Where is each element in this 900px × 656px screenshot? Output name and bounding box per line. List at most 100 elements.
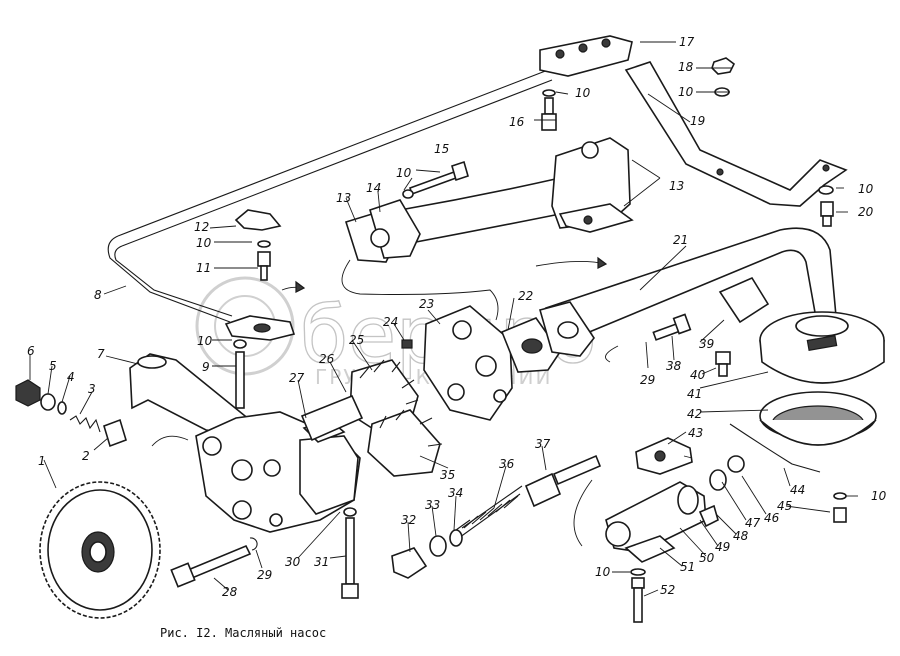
label-10-h: 10 (595, 565, 611, 579)
flow-arrows (281, 256, 608, 293)
label-27: 27 (289, 371, 305, 385)
strainer-41 (759, 311, 885, 384)
label-37: 37 (535, 437, 551, 451)
label-9: 9 (202, 360, 210, 374)
label-43: 43 (688, 426, 703, 440)
label-8: 8 (94, 288, 102, 302)
label-7: 7 (97, 347, 105, 361)
label-10-c: 10 (396, 166, 412, 180)
gear-35 (367, 409, 443, 477)
label-16: 16 (509, 115, 525, 129)
label-15: 15 (434, 142, 449, 156)
drive-gear-1 (39, 481, 161, 619)
label-25: 25 (349, 333, 364, 347)
spring-36 (455, 485, 523, 541)
bolt-45 (833, 492, 847, 523)
label-34: 34 (448, 486, 463, 500)
label-28: 28 (222, 585, 238, 599)
relief-valve (605, 437, 745, 563)
label-10-b: 10 (196, 236, 212, 250)
nut-18 (711, 57, 736, 75)
label-51: 51 (680, 560, 695, 574)
label-36: 36 (499, 457, 515, 471)
label-11: 11 (196, 261, 211, 275)
bolt-31 (341, 507, 359, 599)
bolt-38 (652, 313, 692, 341)
label-50: 50 (699, 551, 715, 565)
label-12: 12 (194, 220, 209, 234)
label-13-a: 13 (336, 191, 351, 205)
washer-10-pipe (402, 189, 414, 199)
label-18: 18 (678, 60, 694, 74)
label-17: 17 (679, 35, 695, 49)
label-42: 42 (687, 407, 702, 421)
label-49: 49 (715, 540, 730, 554)
flange-17 (539, 35, 633, 77)
bolt-16 (541, 89, 557, 131)
plunger-37 (524, 454, 602, 508)
cover-23 (423, 305, 513, 421)
label-24: 24 (383, 315, 398, 329)
label-13-b: 13 (669, 179, 684, 193)
pump-arm-7 (129, 353, 252, 435)
label-10-g: 10 (871, 489, 887, 503)
label-22: 22 (518, 289, 533, 303)
figure-caption: Рис. I2. Масляный насос (160, 626, 327, 640)
screen-42 (759, 391, 877, 446)
oil-tube (107, 69, 553, 323)
clip-12 (234, 209, 282, 281)
label-2: 2 (82, 449, 90, 463)
label-10-e: 10 (678, 85, 694, 99)
bolt-40 (715, 351, 731, 377)
label-30: 30 (285, 555, 301, 569)
leader-lines (29, 41, 858, 597)
intake-pipe (344, 137, 634, 263)
label-39: 39 (699, 337, 714, 351)
label-19: 19 (690, 114, 705, 128)
flange-10 (224, 315, 296, 409)
washer-5 (40, 393, 56, 411)
pump-body (195, 411, 361, 533)
label-38: 38 (666, 359, 682, 373)
label-45: 45 (777, 499, 792, 513)
plug-32-33-34 (391, 529, 463, 579)
nut-6 (15, 379, 41, 407)
label-4: 4 (67, 370, 75, 384)
bolt-20 (818, 185, 834, 227)
label-52: 52 (660, 583, 675, 597)
label-10-a: 10 (197, 334, 213, 348)
label-26: 26 (319, 352, 335, 366)
label-10-d: 10 (575, 86, 591, 100)
label-32: 32 (401, 513, 416, 527)
label-31: 31 (314, 555, 329, 569)
label-1: 1 (38, 454, 46, 468)
suction-pipe-21 (539, 227, 837, 357)
label-35: 35 (440, 468, 455, 482)
plunger-2 (103, 418, 127, 448)
bolt-52 (630, 568, 646, 623)
spring-44 (729, 423, 821, 473)
label-44: 44 (790, 483, 805, 497)
label-3: 3 (88, 382, 96, 396)
washer-29 (249, 537, 258, 551)
label-29-a: 29 (257, 568, 272, 582)
label-48: 48 (733, 529, 749, 543)
spring-3 (69, 415, 101, 433)
label-14: 14 (366, 181, 381, 195)
part-number-labels: 1 2 3 4 5 6 7 8 9 10 10 10 10 10 10 10 1… (27, 35, 887, 599)
label-21: 21 (673, 233, 688, 247)
label-10-f: 10 (858, 182, 874, 196)
label-41: 41 (687, 387, 702, 401)
label-47: 47 (745, 516, 761, 530)
label-29-b: 29 (640, 373, 655, 387)
shaft-27 (300, 394, 364, 442)
label-23: 23 (419, 297, 434, 311)
bracket-19 (624, 61, 848, 207)
pin-24 (401, 339, 413, 349)
label-20: 20 (858, 205, 874, 219)
bolt-15 (408, 160, 469, 196)
label-6: 6 (27, 344, 35, 358)
label-5: 5 (49, 359, 57, 373)
bolt-28 (170, 544, 252, 588)
